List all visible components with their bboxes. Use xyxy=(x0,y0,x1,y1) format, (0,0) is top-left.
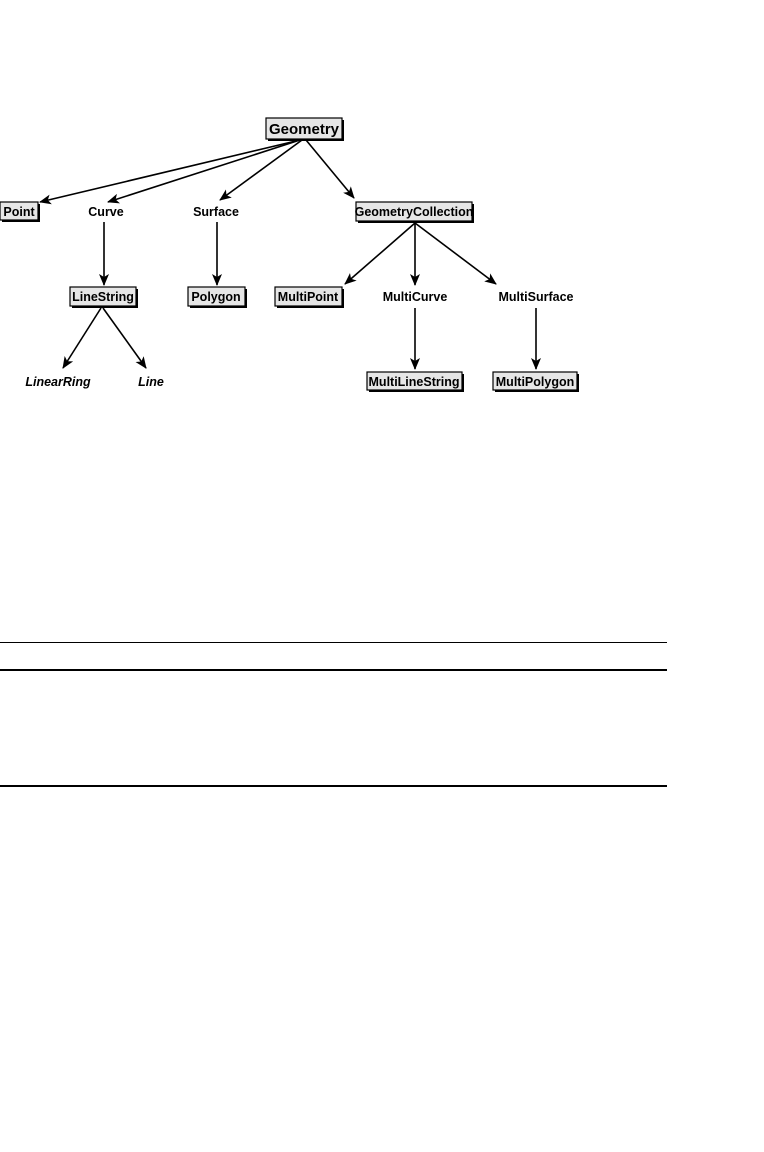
table-bottom-rule xyxy=(0,785,667,787)
geometry-hierarchy-diagram: Geometry Point GeometryCollection LineSt… xyxy=(0,117,579,392)
node-curve-label: Curve xyxy=(88,205,123,219)
table-top-rule xyxy=(0,642,667,643)
node-linestring: LineString xyxy=(69,286,138,308)
node-polygon-label: Polygon xyxy=(191,290,240,304)
edge-collection-multipoint xyxy=(344,222,416,285)
node-multipoint-label: MultiPoint xyxy=(278,290,339,304)
node-geometry-collection-label: GeometryCollection xyxy=(355,205,474,219)
node-geometry-label: Geometry xyxy=(269,121,340,138)
node-multicurve-label: MultiCurve xyxy=(383,290,448,304)
node-multipoint: MultiPoint xyxy=(274,286,344,308)
node-multipolygon: MultiPolygon xyxy=(492,371,579,392)
node-linearring-label: LinearRing xyxy=(25,375,91,389)
node-point-label: Point xyxy=(3,205,35,219)
node-surface-label: Surface xyxy=(193,205,239,219)
node-multilinestring: MultiLineString xyxy=(366,371,464,392)
node-geometry: Geometry xyxy=(265,117,344,141)
edges xyxy=(39,139,541,370)
node-line-label: Line xyxy=(138,375,164,389)
node-multisurface-label: MultiSurface xyxy=(498,290,573,304)
node-geometry-collection: GeometryCollection xyxy=(355,201,474,223)
edge-geometry-point xyxy=(39,139,301,205)
node-multilinestring-label: MultiLineString xyxy=(369,375,460,389)
node-multipolygon-label: MultiPolygon xyxy=(496,375,574,389)
edge-geometry-curve xyxy=(107,139,301,204)
edge-geometry-surface xyxy=(219,139,303,201)
edge-geometry-collection xyxy=(305,139,355,199)
node-linestring-label: LineString xyxy=(72,290,134,304)
table-header-rule xyxy=(0,669,667,671)
node-polygon: Polygon xyxy=(187,286,247,308)
edge-collection-multisurface xyxy=(414,222,497,285)
edge-linestring-line xyxy=(102,307,147,369)
node-point: Point xyxy=(0,201,40,222)
edge-linestring-linearring xyxy=(62,307,102,369)
